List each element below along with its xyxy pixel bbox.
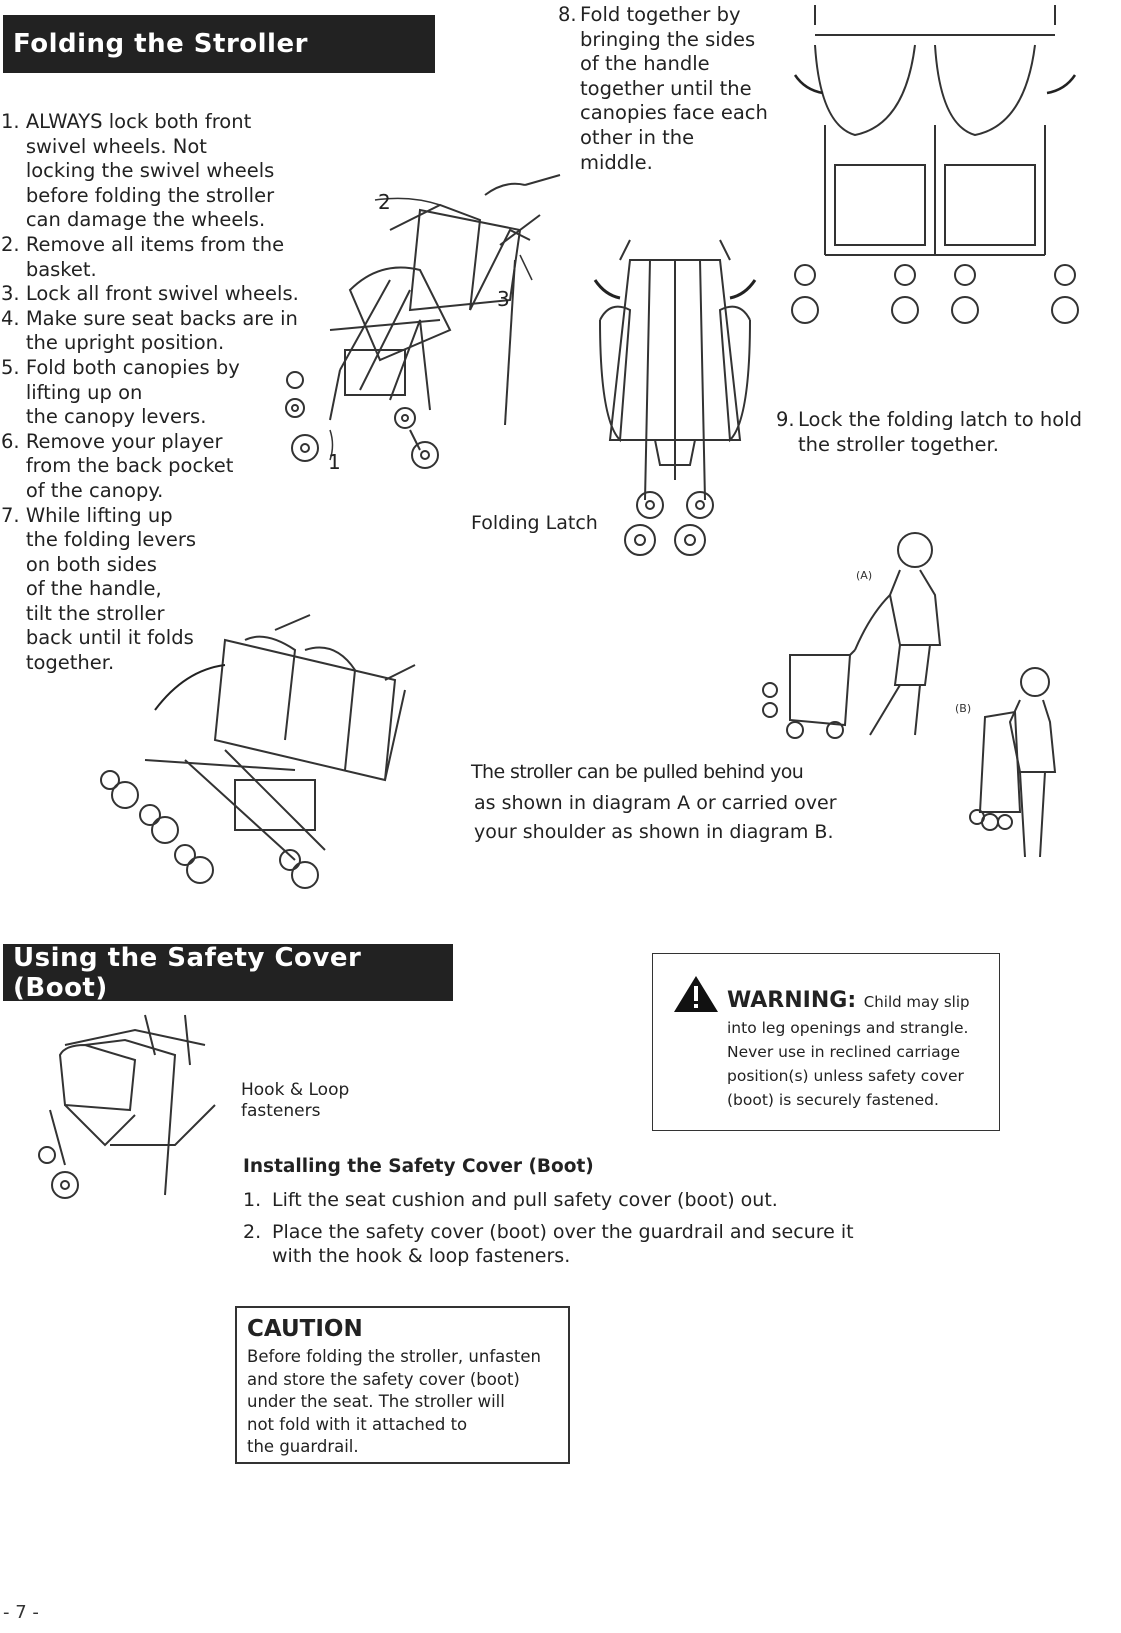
install-title: Installing the Safety Cover (Boot) [243,1156,594,1177]
section-header-folding: Folding the Stroller [3,15,435,73]
stroller-folded-illustration [593,239,757,556]
step-item: 3. Lock all front swivel wheels. [1,282,299,306]
page-number: - 7 - [3,1602,39,1623]
warning-box: WARNING: Child may slip into leg opening… [652,953,1000,1131]
diagram-b-label: (B) [955,702,972,715]
step-item: 4. Make sure seat backs are in the uprig… [1,306,298,355]
step-item: 1. ALWAYS lock both front swivel wheels.… [1,110,275,232]
warning-inline-text: Child may slip [863,993,970,1011]
folding-steps-list: 1. ALWAYS lock both front swivel wheels.… [1,110,301,676]
step-item: 6. Remove your player from the back pock… [1,429,234,502]
list-item: 2.Place the safety cover (boot) over the… [243,1221,854,1267]
step-9: 9. Lock the folding latch to hold the st… [776,408,1082,456]
folding-latch-label: Folding Latch [471,512,598,534]
section-title: Folding the Stroller [13,29,308,59]
install-steps-list: 1.Lift the seat cushion and pull safety … [243,1188,903,1276]
carry-stroller-illustration [969,667,1057,858]
safety-cover-illustration [38,1014,216,1199]
callout-3: 3 [497,287,510,311]
caution-box: CAUTION Before folding the stroller, unf… [235,1306,570,1464]
caution-body: Before folding the stroller, unfasten an… [247,1347,541,1456]
callout-2: 2 [378,190,391,214]
step-item: 2. Remove all items from the basket. [1,232,285,281]
step-item: 7. While lifting up the folding levers o… [1,503,197,675]
diagram-a-label: (A) [856,569,873,582]
list-item: 1.Lift the seat cushion and pull safety … [243,1189,778,1211]
pull-text-line1: The stroller can be pulled behind you [471,761,804,783]
callout-1: 1 [328,450,341,474]
warning-body: into leg openings and strangle. Never us… [727,1019,969,1109]
warning-triangle-icon [674,976,718,1012]
twin-stroller-front-illustration [791,5,1079,324]
hook-loop-label: Hook & Loop fasteners [241,1080,350,1121]
pull-stroller-illustration [762,532,942,739]
pull-text-rest: as shown in diagram A or carried over yo… [474,792,837,843]
step-8: 8. Fold together by bringing the sides o… [558,3,768,174]
section-title: Using the Safety Cover (Boot) [13,942,362,1003]
stroller-side-illustration [285,174,561,469]
stroller-tilt-illustration [100,614,416,889]
warning-heading: WARNING: Child may slip [727,988,970,1013]
step-item: 5. Fold both canopies by lifting up on t… [1,355,240,429]
caution-title: CAUTION [247,1316,363,1342]
section-header-safety-cover: Using the Safety Cover (Boot) [3,942,453,1003]
